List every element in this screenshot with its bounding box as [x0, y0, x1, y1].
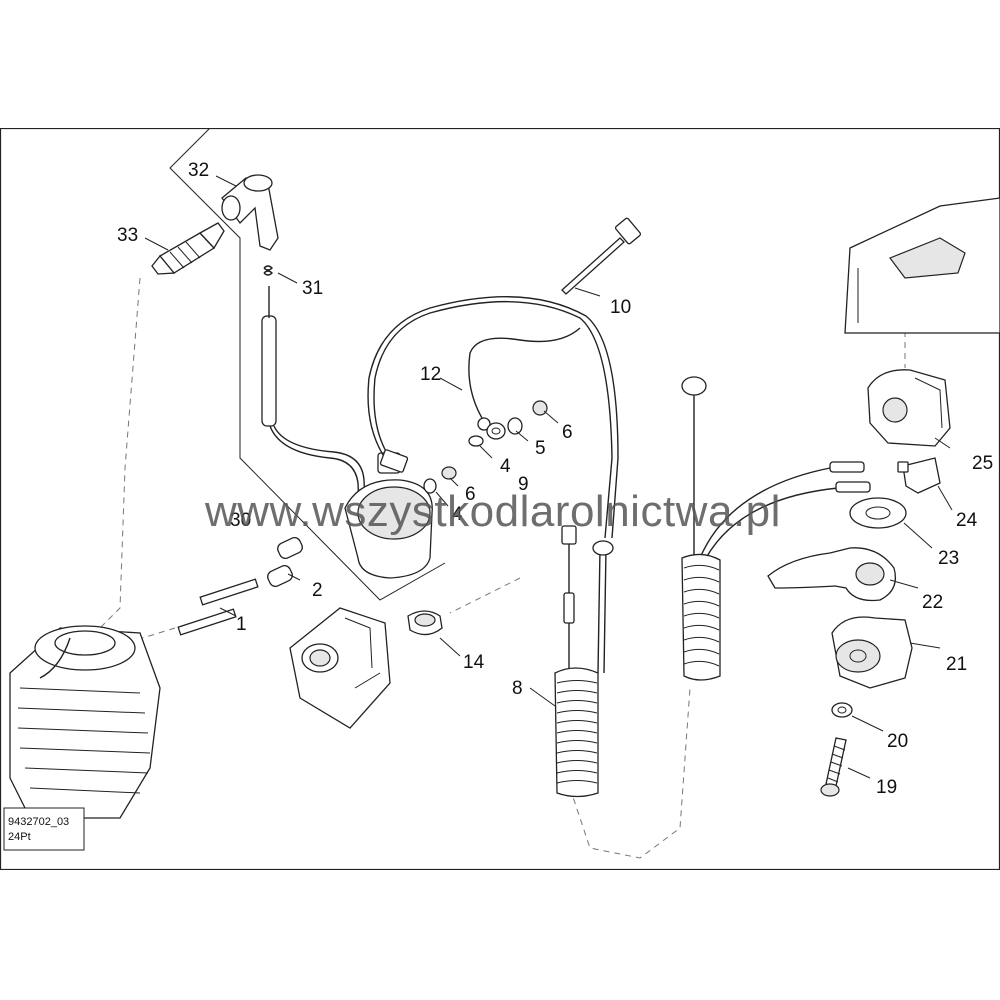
callout-19: 19 [876, 777, 897, 798]
callout-14: 14 [463, 652, 485, 673]
leader-lines [144, 175, 953, 779]
callout-22: 22 [922, 592, 943, 613]
spark-plug [151, 222, 225, 275]
sleeves [267, 537, 303, 587]
reference-box: 9432702_03 24Pt [3, 807, 85, 851]
callout-31: 31 [302, 278, 323, 299]
watermark: www.wszystkodlarolnictwa.pl [204, 487, 781, 536]
studs [177, 578, 259, 636]
carburettor [289, 607, 391, 729]
callout-33: 33 [117, 225, 138, 246]
conduit-left [554, 667, 599, 798]
dashed-line-14 [449, 577, 521, 614]
trigger-housing [831, 616, 913, 689]
callout-20: 20 [887, 731, 908, 752]
reference-code: 9432702_03 [8, 816, 69, 828]
group-outline [169, 127, 446, 601]
throttle-lever [767, 547, 897, 602]
screw [820, 737, 847, 797]
callout-4b: 4 [452, 504, 463, 525]
callout-6a: 6 [562, 422, 573, 443]
callout-25: 25 [972, 453, 993, 474]
callout-23: 23 [938, 548, 959, 569]
conduit-right [681, 376, 871, 681]
diagram-frame: 32 33 31 10 12 6 5 4 6 4 9 30 2 1 14 8 2… [0, 127, 1000, 871]
callout-labels: 32 33 31 10 12 6 5 4 6 4 9 30 2 1 14 8 2… [117, 160, 993, 798]
callout-30: 30 [230, 510, 251, 531]
exploded-parts-diagram: 32 33 31 10 12 6 5 4 6 4 9 30 2 1 14 8 2… [0, 127, 1000, 871]
callout-24: 24 [956, 510, 978, 531]
callout-21: 21 [946, 654, 967, 675]
large-washer [849, 497, 907, 529]
stop-switch [897, 457, 941, 494]
dashed-line-cable-loop [569, 687, 691, 859]
throttle-cable-left [561, 525, 614, 674]
callout-2: 2 [312, 580, 323, 601]
dashed-line-plug [79, 277, 141, 649]
switch-housing [867, 369, 951, 447]
callout-12: 12 [420, 364, 441, 385]
small-washer [831, 702, 853, 718]
grommet [407, 610, 443, 636]
ignition-lead [261, 286, 367, 529]
callout-10: 10 [610, 297, 631, 318]
callout-9: 9 [518, 474, 529, 495]
callout-1: 1 [236, 614, 247, 635]
large-washer-hole [865, 506, 891, 520]
cable-tie [561, 217, 642, 295]
small-washer-hole [837, 706, 847, 714]
ground-wire [367, 296, 619, 539]
engine-cylinder [9, 625, 161, 819]
reference-size: 24Pt [8, 831, 31, 843]
spark-plug-cap [221, 174, 279, 251]
callout-4a: 4 [500, 456, 511, 477]
callout-5: 5 [535, 438, 546, 459]
callout-6b: 6 [465, 484, 476, 505]
spring [263, 265, 273, 276]
handle-housing [844, 197, 1000, 334]
callout-8: 8 [512, 678, 523, 699]
callout-32: 32 [188, 160, 209, 181]
washers-nuts [423, 400, 548, 494]
